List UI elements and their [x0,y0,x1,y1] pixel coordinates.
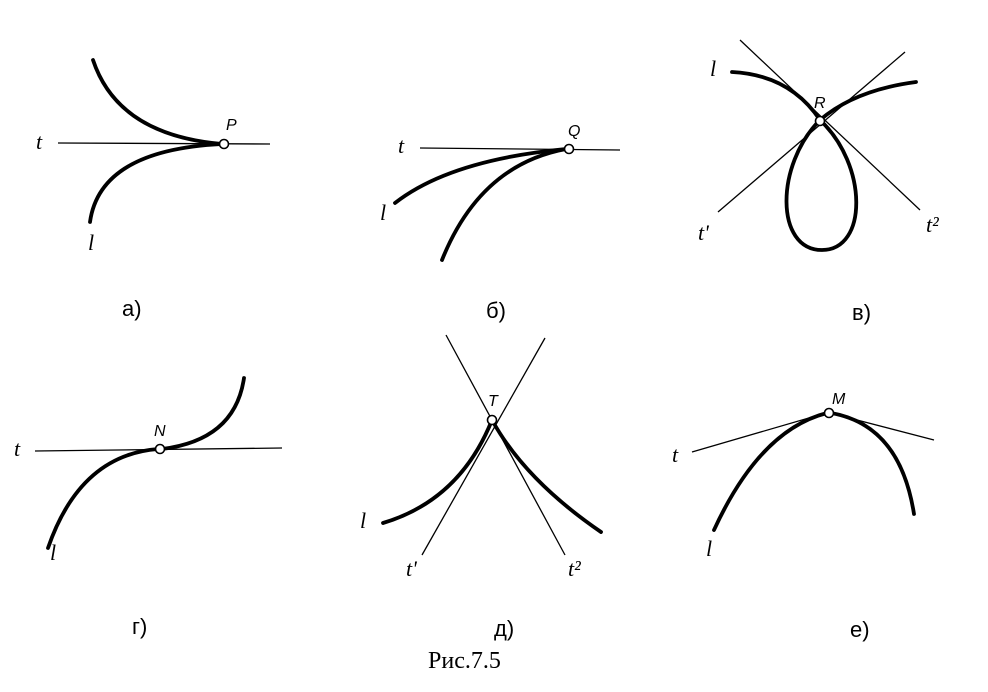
panel-a-upper-branch [91,58,224,146]
panel-a-point-label: P [226,117,237,134]
panel-v-point [814,115,826,127]
panel-a-lower-branch [88,142,224,224]
panel-a-tangent-line [57,142,271,145]
panel-g: t N l г) [14,376,283,639]
panel-v-caption: в) [852,300,871,325]
panel-g-right-branch [160,376,246,451]
panel-e-caption: е) [850,617,870,642]
panel-v-left-arm [730,70,822,122]
panel-d-tangent2-label: t² [568,556,581,581]
panel-d-tangent1-label: t' [406,556,417,581]
panel-e-left-branch [712,411,829,532]
panel-b-curve-label: l [380,200,386,225]
panel-g-caption: г) [132,614,147,639]
panel-a: t P l а) [36,58,271,321]
panel-a-caption: а) [122,296,142,321]
panel-e-curve-label: l [706,536,712,561]
panel-v-tangent2-label: t² [926,212,939,237]
panel-d-tangent-2 [421,337,546,556]
panel-e-right-branch [829,411,916,516]
panel-b-caption: б) [486,298,506,323]
panel-v-right-arm [818,80,918,122]
panel-d-point-label: T [488,393,499,410]
panel-a-point [218,138,230,150]
panel-g-point [154,443,166,455]
panel-g-tangent-label: t [14,436,21,461]
panel-d-point [486,414,498,426]
panel-v-tangent-1 [739,39,921,211]
panel-b-tangent-line [419,147,621,151]
panel-a-tangent-label: t [36,129,43,154]
panel-d-caption: д) [494,616,514,641]
panel-e-tangent-left [691,412,827,453]
panel-v-loop [784,118,859,252]
panel-b: t Q l б) [380,123,621,323]
panel-e-point [823,407,835,419]
figure-caption: Рис.7.5 [428,648,501,674]
panel-e-tangent-label: t [672,442,679,467]
panel-g-point-label: N [154,423,166,440]
panel-v-curve-label: l [710,56,716,81]
panel-d-tangent-1 [445,334,566,556]
panel-d: T l t' t² д) [360,334,603,641]
panel-b-upper-branch [393,147,568,205]
panel-v-tangent1-label: t' [698,220,709,245]
panel-a-curve-label: l [88,230,94,255]
panel-g-left-branch [46,447,160,550]
panel-g-curve-label: l [50,540,56,565]
panel-d-left-branch [381,418,494,525]
panel-b-point [563,143,575,155]
panel-b-lower-branch [440,147,568,262]
panel-e: t M l е) [672,391,935,642]
panel-b-tangent-label: t [398,133,405,158]
panel-v-point-label: R [814,95,826,112]
panel-b-point-label: Q [568,123,580,140]
panel-v: l R t' t² в) [698,39,939,325]
panel-d-curve-label: l [360,508,366,533]
panel-e-point-label: M [832,391,846,408]
panel-d-right-branch [490,418,603,534]
